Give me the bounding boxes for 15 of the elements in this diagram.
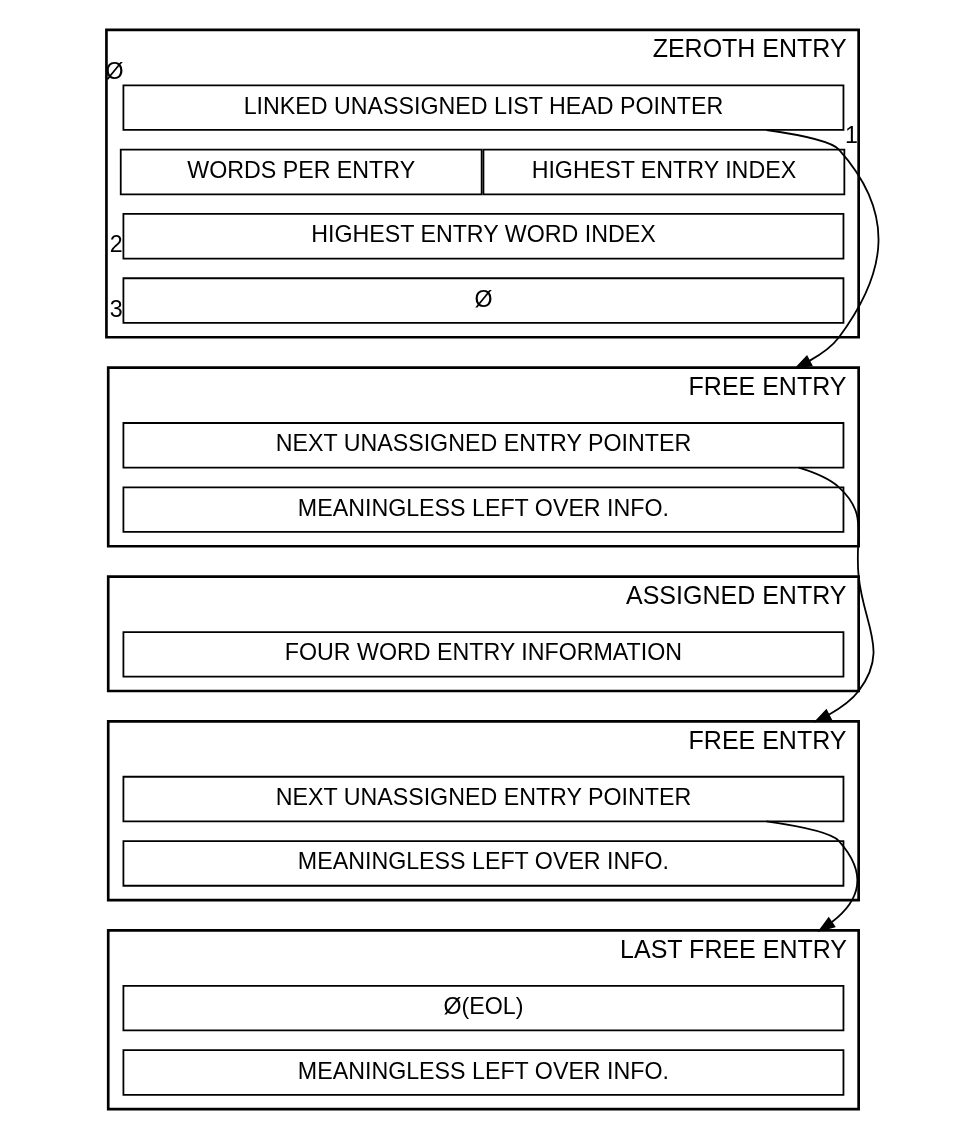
node-box: Ø [122, 277, 845, 324]
node-box: Ø(EOL) [122, 984, 845, 1032]
node-box: MEANINGLESS LEFT OVER INFO. [122, 840, 845, 887]
node-box: NEXT UNASSIGNED ENTRY POINTER [122, 422, 845, 469]
node-label: 2 [109, 231, 123, 258]
node-box: WORDS PER ENTRY [119, 148, 483, 196]
node-box: MEANINGLESS LEFT OVER INFO. [122, 486, 845, 533]
node-box: MEANINGLESS LEFT OVER INFO. [122, 1049, 845, 1096]
node-box: HIGHEST ENTRY INDEX [482, 148, 846, 196]
node-box: HIGHEST ENTRY WORD INDEX [122, 213, 845, 260]
node-label: 1 [845, 122, 858, 149]
node-box: NEXT UNASSIGNED ENTRY POINTER [122, 775, 845, 823]
node-box: LINKED UNASSIGNED LIST HEAD POINTER [122, 84, 845, 131]
node-label: 3 [109, 295, 123, 322]
node-box: FOUR WORD ENTRY INFORMATION [122, 631, 845, 678]
